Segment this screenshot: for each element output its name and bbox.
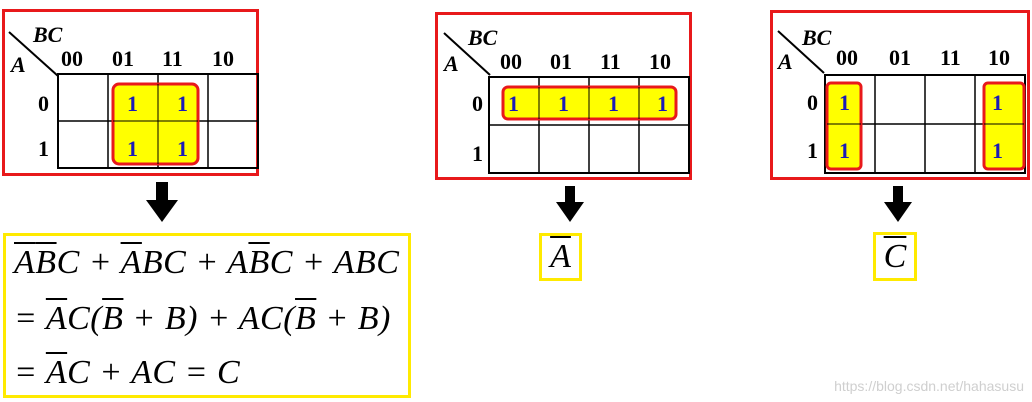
result-box-2: A — [539, 233, 582, 281]
kmap-3-cell-1-0: 1 — [839, 138, 850, 163]
kmap-2-cell-0-3: 1 — [657, 91, 668, 116]
watermark: https://blog.csdn.net/hahasusu — [834, 378, 1024, 394]
result-2-text: A — [550, 238, 571, 275]
kmap-3-col-0: 00 — [836, 45, 858, 70]
kmap-2: BC A 00 01 11 10 0 1 1 1 1 1 — [442, 25, 690, 174]
kmap-1: BC A 00 01 11 10 0 1 1 1 1 1 — [8, 22, 259, 169]
derivation-box: ABC + ABC + ABC + ABC = AC(B + B) + AC(B… — [3, 233, 411, 398]
kmap-3-row-0: 0 — [807, 90, 818, 115]
kmap-3-col-1: 01 — [889, 45, 911, 70]
down-arrow-icon-1 — [146, 182, 178, 222]
kmap-3-col-var: BC — [801, 25, 832, 50]
kmap-3-cell-1-3: 1 — [992, 138, 1003, 163]
kmap-panel-1: BC A 00 01 11 10 0 1 1 1 1 1 — [2, 9, 259, 176]
kmap-2-row-1: 1 — [472, 141, 483, 166]
kmap-1-col-2: 11 — [162, 46, 183, 71]
kmap-panel-3: BC A 00 01 11 10 0 1 1 1 1 1 — [770, 10, 1030, 180]
result-3-text: C — [883, 237, 907, 275]
kmap-1-group — [111, 82, 200, 166]
kmap-3-group-right — [982, 81, 1026, 171]
kmap-1-row-var: A — [9, 52, 26, 77]
kmap-1-col-3: 10 — [212, 46, 234, 71]
kmap-1-col-1: 01 — [112, 46, 134, 71]
kmap-panel-2: BC A 00 01 11 10 0 1 1 1 1 1 — [435, 12, 692, 180]
kmap-2-cell-0-0: 1 — [508, 91, 519, 116]
kmap-1-row-0: 0 — [38, 91, 49, 116]
kmap-3-row-1: 1 — [807, 138, 818, 163]
kmap-2-cell-0-1: 1 — [558, 91, 569, 116]
kmap-1-row-1: 1 — [38, 136, 49, 161]
down-arrow-icon-3 — [884, 186, 912, 222]
kmap-2-col-var: BC — [467, 25, 498, 50]
kmap-3-col-3: 10 — [988, 45, 1010, 70]
kmap-3-cell-0-3: 1 — [992, 90, 1003, 115]
kmap-1-cell-0-2: 1 — [177, 91, 188, 116]
kmap-3-col-2: 11 — [940, 45, 961, 70]
derivation-line-2: = AC(B + B) + AC(B + B) — [14, 300, 391, 337]
kmap-3: BC A 00 01 11 10 0 1 1 1 1 1 — [776, 25, 1026, 174]
kmap-2-cell-0-2: 1 — [608, 91, 619, 116]
kmap-2-row-0: 0 — [472, 91, 483, 116]
kmap-1-cell-1-1: 1 — [127, 136, 138, 161]
result-box-3: C — [873, 232, 917, 281]
derivation-line-1: ABC + ABC + ABC + ABC — [14, 244, 400, 281]
kmap-2-col-3: 10 — [649, 49, 671, 74]
kmap-1-col-0: 00 — [61, 46, 83, 71]
kmap-3-group-left — [825, 81, 863, 171]
kmap-3-cell-0-0: 1 — [839, 90, 850, 115]
kmap-2-col-1: 01 — [550, 49, 572, 74]
derivation-line-3: = AC + AC = C — [14, 354, 241, 391]
kmap-1-cell-1-2: 1 — [177, 136, 188, 161]
kmap-2-row-var: A — [442, 51, 459, 76]
kmap-2-col-2: 11 — [600, 49, 621, 74]
kmap-3-row-var: A — [776, 49, 793, 74]
kmap-1-col-var: BC — [32, 22, 63, 47]
down-arrow-icon-2 — [556, 186, 584, 222]
kmap-1-cell-0-1: 1 — [127, 91, 138, 116]
kmap-2-col-0: 00 — [500, 49, 522, 74]
